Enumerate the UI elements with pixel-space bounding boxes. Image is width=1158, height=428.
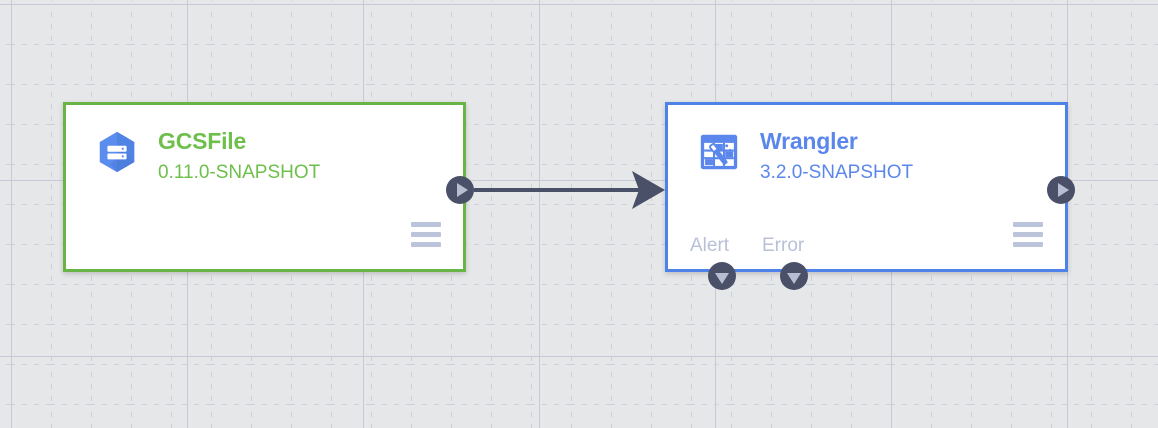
triangle-down-icon: [715, 272, 729, 284]
play-triangle-icon: [1057, 183, 1069, 197]
node-gcsfile-output-port[interactable]: [446, 176, 474, 204]
node-wrangler-hamburger-menu-icon[interactable]: [1013, 222, 1043, 247]
arrowhead-right-icon: [632, 171, 665, 209]
node-wrangler-error-port[interactable]: [780, 262, 808, 290]
node-gcsfile-version: 0.11.0-SNAPSHOT: [158, 162, 321, 183]
node-gcsfile[interactable]: GCSFile 0.11.0-SNAPSHOT: [63, 102, 466, 272]
wrangler-magic-wand-grid-icon: [696, 129, 742, 175]
node-wrangler-output-port[interactable]: [1047, 176, 1075, 204]
node-gcsfile-title: GCSFile: [158, 128, 247, 154]
node-wrangler[interactable]: Wrangler 3.2.0-SNAPSHOT: [665, 102, 1068, 272]
node-gcsfile-header: GCSFile 0.11.0-SNAPSHOT: [66, 105, 463, 187]
node-wrangler-error-label: Error: [762, 235, 805, 256]
node-wrangler-alert-label: Alert: [690, 235, 730, 256]
gcs-hexagon-icon: [94, 129, 140, 175]
node-wrangler-alert-port[interactable]: [708, 262, 736, 290]
play-triangle-icon: [456, 183, 468, 197]
node-gcsfile-hamburger-menu-icon[interactable]: [411, 222, 441, 247]
triangle-down-icon: [787, 272, 801, 284]
node-wrangler-header: Wrangler 3.2.0-SNAPSHOT: [668, 105, 1065, 187]
node-wrangler-title: Wrangler: [760, 128, 858, 154]
node-wrangler-version: 3.2.0-SNAPSHOT: [760, 162, 914, 183]
